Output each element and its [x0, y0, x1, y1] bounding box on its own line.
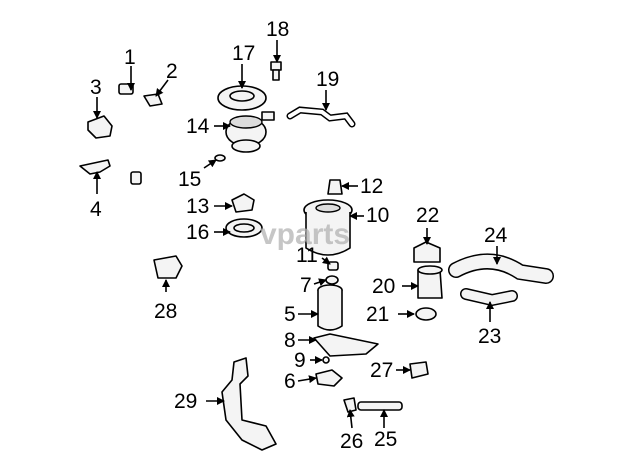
callout-11: 11: [296, 244, 318, 267]
part-10-sender-unit[interactable]: [303, 199, 353, 256]
callout-14: 14: [186, 115, 210, 138]
callout-12: 12: [360, 175, 383, 198]
callout-17: 17: [232, 42, 255, 65]
part-25-tube[interactable]: [357, 401, 403, 411]
callout-19: 19: [316, 68, 339, 91]
callout-4: 4: [90, 198, 102, 221]
callout-10: 10: [366, 204, 389, 227]
callout-16: 16: [186, 221, 209, 244]
callout-3: 3: [90, 76, 102, 99]
callout-24: 24: [484, 224, 508, 247]
callout-22: 22: [416, 204, 439, 227]
part-8-strainer[interactable]: [313, 333, 379, 357]
part-22-canister-cap[interactable]: [413, 241, 441, 263]
part-26-clip[interactable]: [343, 397, 357, 413]
part-12-connector[interactable]: [327, 179, 343, 195]
callout-8: 8: [284, 329, 296, 352]
part-16-gasket[interactable]: [225, 218, 263, 238]
callout-9: 9: [294, 349, 306, 372]
part-3-clip[interactable]: [87, 115, 113, 139]
callout-23: 23: [478, 325, 501, 348]
callout-25: 25: [374, 428, 397, 451]
part-19-hose[interactable]: [286, 106, 356, 128]
callout-20: 20: [372, 275, 395, 298]
part-21-grommet[interactable]: [415, 307, 437, 321]
callout-13: 13: [186, 195, 209, 218]
part-24-hose[interactable]: [448, 253, 554, 284]
part-4-bracket[interactable]: [79, 159, 111, 175]
part-1-filler-pipe[interactable]: [116, 83, 158, 185]
part-27-bracket[interactable]: [409, 361, 429, 379]
part-29-bracket-assembly[interactable]: [221, 357, 277, 451]
part-6-retainer[interactable]: [315, 369, 343, 387]
callout-7: 7: [300, 274, 312, 297]
part-18-bolt[interactable]: [270, 61, 282, 81]
watermark: vparts: [260, 218, 350, 251]
part-17-seal-ring[interactable]: [217, 85, 267, 111]
part-5-fuel-pump[interactable]: [317, 284, 343, 331]
part-15-o-ring[interactable]: [214, 154, 226, 162]
part-9-clip[interactable]: [322, 356, 330, 364]
part-13-cap[interactable]: [231, 193, 255, 213]
part-20-canister[interactable]: [417, 265, 443, 299]
callout-6: 6: [284, 370, 296, 393]
callout-29: 29: [174, 390, 197, 413]
callout-5: 5: [284, 303, 296, 326]
callout-2: 2: [166, 60, 178, 83]
callout-1: 1: [124, 46, 136, 69]
callout-21: 21: [366, 303, 389, 326]
callout-28: 28: [154, 300, 177, 323]
callout-27: 27: [370, 359, 393, 382]
part-7-fitting[interactable]: [325, 275, 339, 285]
part-14-pump-assembly[interactable]: [225, 111, 275, 153]
callout-26: 26: [340, 430, 363, 453]
part-23-corrugated-hose[interactable]: [460, 288, 518, 307]
callout-15: 15: [178, 168, 201, 191]
part-28-connector[interactable]: [153, 255, 183, 279]
part-2-clamp[interactable]: [143, 93, 163, 107]
callout-18: 18: [266, 18, 289, 41]
